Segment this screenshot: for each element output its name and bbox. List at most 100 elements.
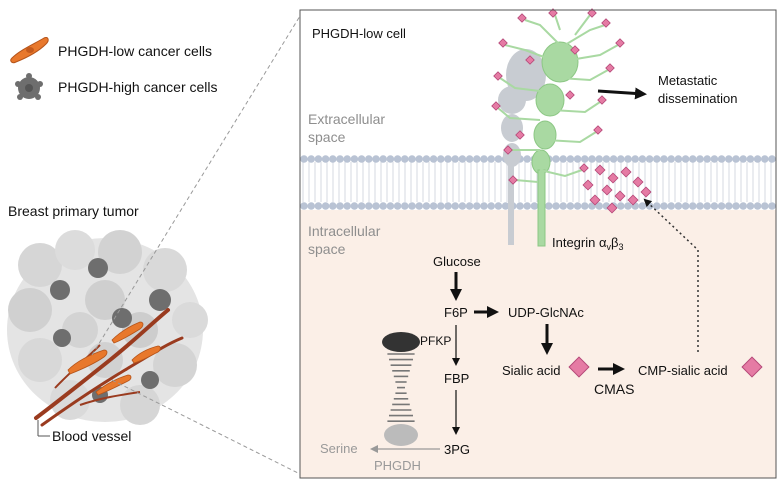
lipid-head [739, 202, 747, 210]
lipid-head [422, 155, 431, 163]
sialic-acid-icon [568, 356, 590, 378]
udp-glcnac-label: UDP-GlcNAc [508, 305, 584, 320]
lipid-head [429, 202, 438, 210]
lipid-head [336, 155, 344, 163]
lipid-head [372, 155, 380, 163]
sialic-acid-diamond [517, 13, 527, 23]
lipid-head [653, 202, 661, 210]
sialic-acid-diamond [620, 166, 632, 178]
lipid-head [768, 155, 776, 163]
lipid-head [487, 202, 496, 210]
lipid-head [552, 155, 560, 163]
pfkp-phgdh-graphic [382, 332, 420, 446]
pathway: Glucose F6P UDP-GlcNAc PFKP FBP 3PG Seri… [320, 254, 763, 473]
panel-border [299, 9, 777, 479]
lipid-head [581, 155, 589, 163]
sialic-acid-diamond [589, 194, 601, 206]
zoom-line-bottom [111, 379, 301, 475]
lipid-head [321, 155, 330, 163]
lipid-head [329, 202, 337, 210]
lipid-head [717, 202, 726, 210]
sialic-acid-diamond [601, 18, 611, 28]
sialic-acid-diamond [498, 38, 508, 48]
vessel-label: Blood vessel [52, 428, 131, 444]
lipid-head [444, 155, 452, 163]
lipid-head [631, 155, 639, 163]
lipid-head [494, 155, 503, 163]
tumor-phgdh-low-cells [67, 321, 161, 396]
lipid-head [365, 202, 373, 210]
lipid-head [566, 202, 575, 210]
sialic-acid-diamond [640, 186, 652, 198]
lipid-head [739, 155, 747, 163]
sialic-acid-label: Sialic acid [502, 363, 561, 378]
sialic-acid-diamond [597, 95, 607, 105]
cell-panel: PHGDH-low cell Extracellular space Intra… [299, 8, 777, 479]
lipid-head [660, 155, 668, 163]
lipid-head [487, 155, 496, 163]
lipid-head [307, 155, 316, 163]
lipid-head [523, 155, 531, 163]
lipid-head [480, 202, 488, 210]
lipid-head [725, 202, 733, 210]
lipid-head [638, 202, 647, 210]
lipid-head [761, 202, 769, 210]
tumor-title: Breast primary tumor [8, 203, 139, 219]
lipid-head [703, 202, 711, 210]
lipid-head [732, 202, 740, 210]
f6p-label: F6P [444, 305, 468, 320]
lipid-head [660, 202, 668, 210]
lipid-head [710, 202, 719, 210]
lipid-head [566, 155, 575, 163]
lipid-head [494, 202, 503, 210]
lipid-head [667, 202, 675, 210]
lipid-head [725, 155, 733, 163]
tumor-phgdh-high-cells [50, 258, 171, 403]
lipid-head [617, 202, 625, 210]
lipid-head [422, 202, 431, 210]
lipid-head [746, 202, 755, 210]
lipid-head [350, 202, 359, 210]
lipid-head [581, 202, 589, 210]
lipid-head [451, 155, 460, 163]
sialic-acid-diamond [515, 130, 525, 140]
lipid-head [357, 202, 366, 210]
lipid-head [458, 155, 467, 163]
lipid-head [379, 202, 388, 210]
lipid-head [300, 155, 308, 163]
sialic-acid-diamond [525, 55, 535, 65]
lipid-head [329, 155, 337, 163]
lipid-head [753, 155, 762, 163]
integrin-sialic-acids [491, 8, 625, 185]
sialic-acid-diamond [582, 179, 594, 191]
lipid-head [732, 155, 740, 163]
sialic-acid-diamond [632, 176, 644, 188]
pfkp-label: PFKP [420, 334, 451, 348]
lipid-head [386, 202, 395, 210]
lipid-head [624, 202, 632, 210]
metastatic-line1: Metastatic [658, 73, 718, 88]
integrin-label: Integrin αvβ3 [552, 235, 624, 252]
lipid-head [573, 202, 582, 210]
lipid-head [480, 155, 488, 163]
blood-vessel [34, 308, 170, 420]
zoom-line-top [91, 15, 301, 356]
lipid-head [429, 155, 438, 163]
extracellular-label-line2: space [308, 129, 346, 145]
intracellular-label-line2: space [308, 241, 346, 257]
phgdh-high-cell-icon [15, 73, 43, 100]
sialic-acid-diamond [491, 101, 501, 111]
lipid-head [617, 155, 625, 163]
sialic-acid-diamond [607, 172, 619, 184]
cell-title: PHGDH-low cell [312, 26, 406, 41]
lipid-head [609, 155, 618, 163]
lipid-head [696, 202, 704, 210]
lipid-head [473, 155, 481, 163]
sialic-acid-diamond [570, 45, 580, 55]
lipid-head [696, 155, 704, 163]
lipid-head [501, 202, 510, 210]
lipid-head [408, 155, 416, 163]
lipid-head [393, 155, 402, 163]
sialic-acid-diamond [627, 194, 639, 206]
